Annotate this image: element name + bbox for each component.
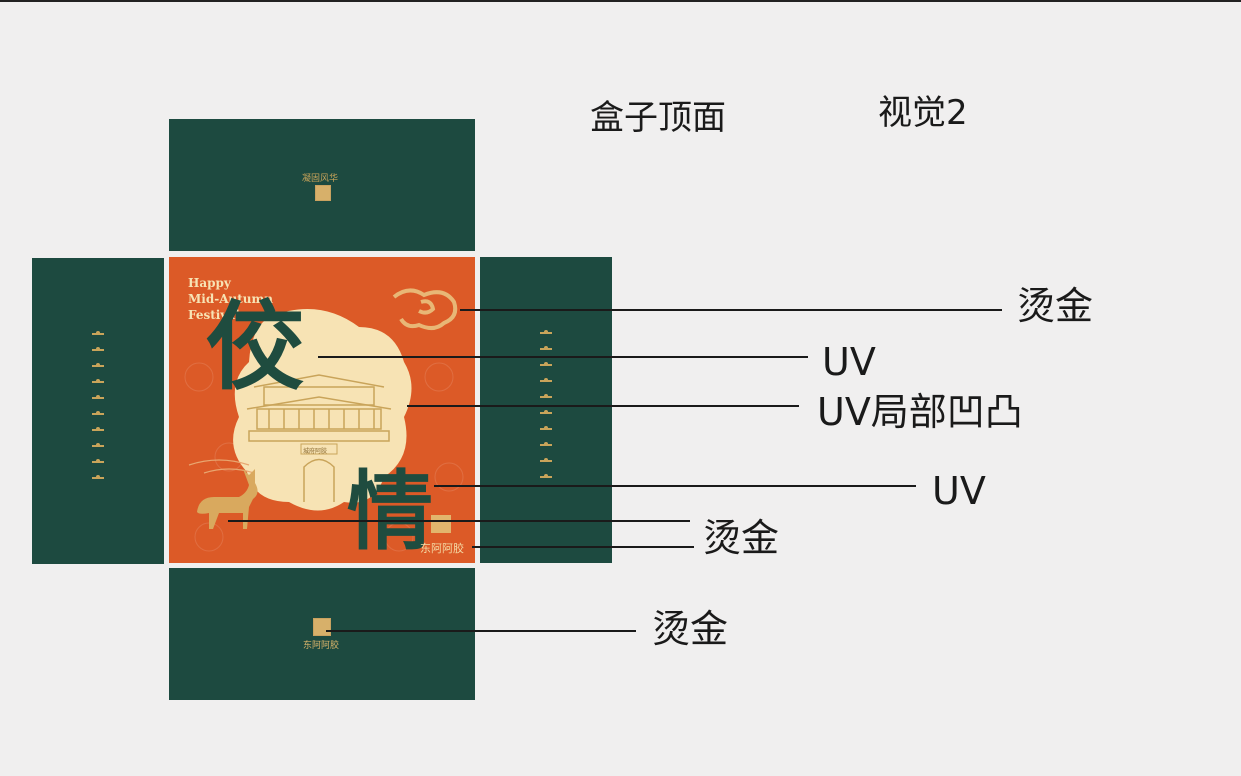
annotation-donkey: 烫金 [703, 516, 780, 560]
gate-plaque-text: 城府阿胶 [303, 448, 328, 455]
bottom-flap-brand-text: 东阿阿胶 [303, 641, 340, 651]
top-border [0, 0, 1241, 2]
palace-icon [246, 374, 392, 502]
annotation-cloud: 烫金 [1017, 284, 1094, 328]
annotation-bottom-seal: 烫金 [652, 607, 729, 651]
leader-line-palace [407, 405, 799, 407]
center-brand-text: 东阿阿胶 [420, 542, 464, 555]
greeting-line-1: Happy [188, 276, 231, 290]
greeting-line-2: Mid-Autumn [188, 292, 273, 306]
center-artwork [184, 288, 464, 552]
top-flap-brand-text: 凝固风华 [302, 174, 339, 184]
center-seal-icon [431, 515, 451, 533]
right-flap-ornament [540, 325, 552, 485]
donkey-icon [197, 469, 258, 529]
leader-line-char-bottom [434, 485, 916, 487]
calligraphy-char-top: 佼 [207, 290, 303, 403]
greeting-text: Happy Mid-Autumn Festival [188, 275, 273, 323]
leader-line-char-top [318, 356, 808, 358]
top-flap-panel: 凝固风华 [169, 119, 475, 251]
leader-line-donkey [228, 520, 690, 522]
center-top-panel: Happy Mid-Autumn Festival 佼 情 城府阿胶 东阿阿胶 [169, 257, 475, 563]
right-flap-panel [480, 257, 612, 563]
calligraphy-char-bottom: 情 [347, 461, 433, 562]
annotation-char-top: UV [822, 340, 876, 384]
greeting-line-3: Festival [188, 308, 240, 322]
visual-heading: 视觉2 [878, 93, 968, 133]
leader-line-bottom-seal [326, 630, 636, 632]
leader-line-cloud [460, 309, 1002, 311]
leader-line-brand [472, 546, 694, 548]
left-flap-panel [32, 258, 164, 564]
cloud-ornament-icon [392, 288, 458, 330]
top-flap-seal-icon [315, 185, 331, 201]
bottom-flap-panel: 东阿阿胶 [169, 568, 475, 700]
annotation-palace: UV局部凹凸 [817, 390, 1023, 434]
box-top-heading: 盒子顶面 [590, 98, 726, 138]
annotation-char-bottom: UV [932, 469, 986, 513]
bottom-flap-seal-icon [313, 618, 331, 636]
left-flap-ornament [92, 326, 104, 486]
